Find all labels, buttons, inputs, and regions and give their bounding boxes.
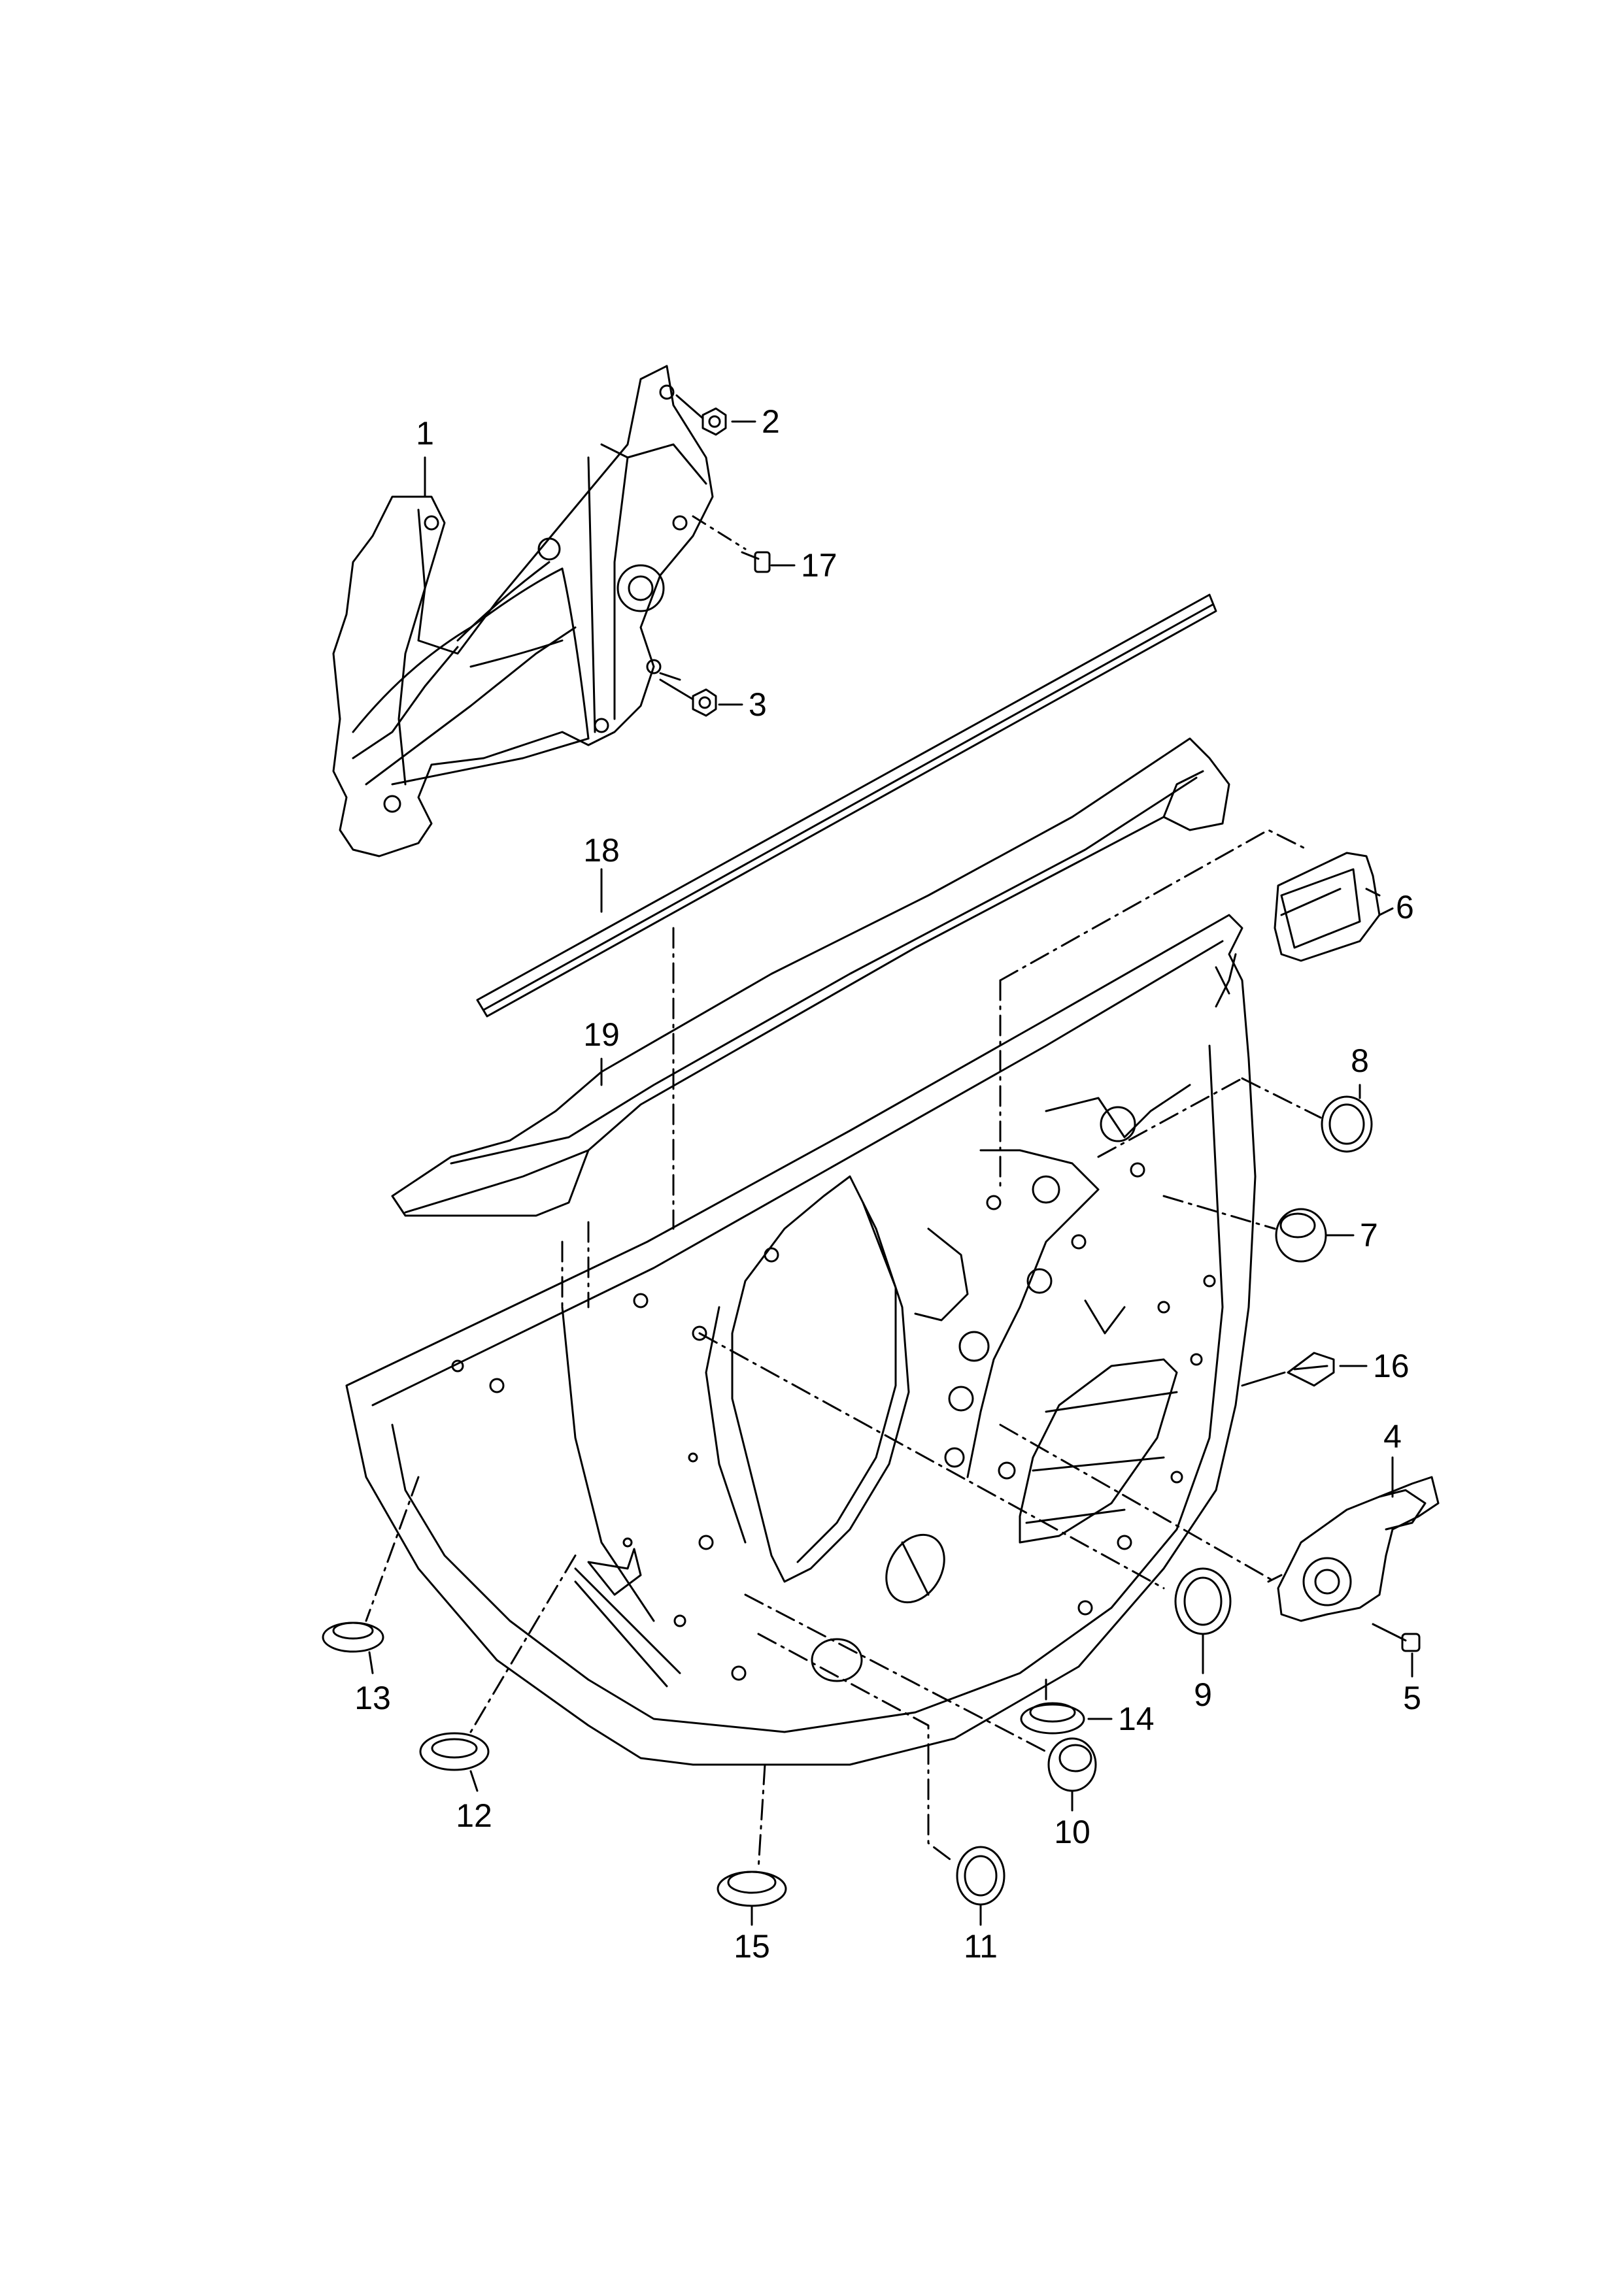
screw-5 — [1372, 1623, 1421, 1652]
window-trim-19 — [391, 737, 1230, 1217]
plug-13 — [322, 1476, 420, 1653]
door-shell — [345, 914, 1257, 1766]
callout-3: 3 — [749, 686, 767, 723]
callout-6: 6 — [1396, 889, 1414, 925]
callout-12: 12 — [456, 1797, 492, 1834]
window-motor-4 — [999, 1423, 1440, 1622]
screw-17 — [692, 515, 771, 573]
callout-labels: 1 2 17 3 18 19 6 8 7 16 4 5 9 14 10 11 1… — [354, 403, 1421, 1965]
grommet-9 — [698, 1332, 1232, 1635]
callout-14: 14 — [1118, 1701, 1155, 1737]
callout-2: 2 — [762, 403, 780, 440]
grommet-12 — [419, 1554, 577, 1771]
grommet-11 — [757, 1633, 1005, 1906]
grommet-15 — [717, 1763, 787, 1907]
plug-7 — [1162, 1195, 1327, 1263]
callout-1: 1 — [416, 415, 434, 452]
callout-8: 8 — [1351, 1042, 1369, 1079]
callout-15: 15 — [734, 1928, 770, 1965]
grommet-8 — [1097, 1077, 1373, 1158]
callout-5: 5 — [1403, 1680, 1421, 1716]
callout-10: 10 — [1054, 1814, 1090, 1850]
callout-7: 7 — [1360, 1217, 1378, 1254]
nut-3 — [659, 678, 717, 717]
leader-lines — [368, 420, 1413, 1926]
callout-9: 9 — [1194, 1676, 1212, 1713]
callout-11: 11 — [964, 1928, 998, 1965]
weatherstrip-18 — [476, 593, 1217, 1018]
callout-18: 18 — [583, 832, 620, 869]
callout-16: 16 — [1373, 1348, 1410, 1384]
grommet-14 — [1020, 1678, 1085, 1735]
callout-19: 19 — [583, 1016, 620, 1053]
window-regulator — [332, 365, 714, 857]
callout-4: 4 — [1383, 1418, 1402, 1455]
clip-16 — [1241, 1352, 1335, 1387]
nut-2 — [675, 394, 727, 436]
callout-17: 17 — [801, 547, 837, 584]
plug-10 — [744, 1593, 1097, 1792]
callout-13: 13 — [354, 1680, 391, 1716]
control-module-6 — [999, 829, 1381, 1191]
